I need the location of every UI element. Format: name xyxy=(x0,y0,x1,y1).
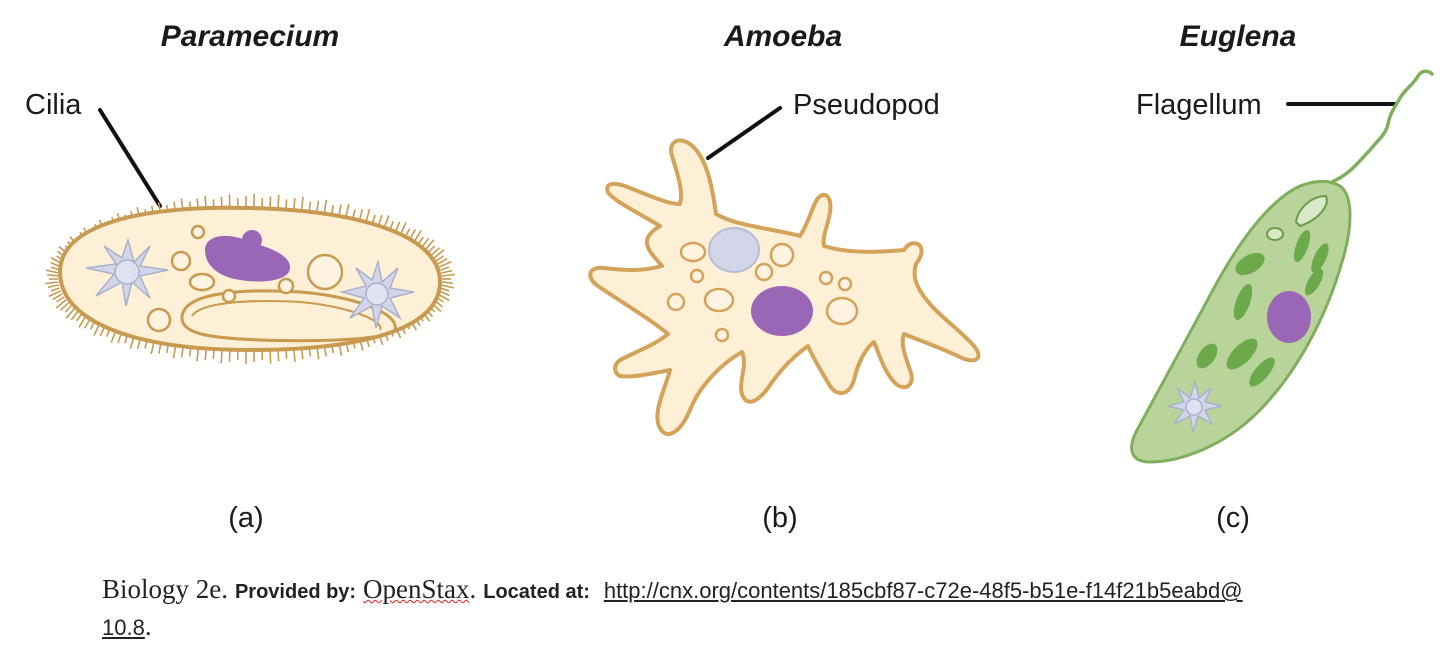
cilium xyxy=(294,198,295,209)
cilium xyxy=(45,282,58,284)
provided-by-label: Provided by: xyxy=(235,581,356,603)
cilium xyxy=(360,209,363,220)
cilium xyxy=(65,306,71,313)
cilium xyxy=(441,288,450,291)
cilium xyxy=(48,285,59,287)
flagellum-label: Flagellum xyxy=(1136,89,1262,121)
cilium xyxy=(46,270,59,273)
cilium xyxy=(339,204,341,215)
cilium xyxy=(317,201,319,212)
cilium xyxy=(441,271,452,273)
euglena-body xyxy=(1132,182,1350,463)
cilium xyxy=(294,349,295,362)
cilium xyxy=(442,275,455,277)
cilium xyxy=(71,311,78,320)
provider-suffix: . xyxy=(470,574,477,604)
cilium xyxy=(441,267,450,270)
cilium xyxy=(221,350,222,363)
paramecium-micronucleus xyxy=(242,230,262,250)
euglena-title: Euglena xyxy=(1180,20,1297,53)
cilium xyxy=(442,282,453,283)
cilium xyxy=(346,204,349,217)
url-suffix: . xyxy=(145,611,152,641)
cilium xyxy=(309,202,310,211)
cilium xyxy=(197,348,198,361)
cilium xyxy=(270,351,271,364)
cilium xyxy=(302,197,303,210)
cilium xyxy=(332,205,334,214)
book-title: Biology 2e. xyxy=(102,574,228,604)
euglena-eyespot xyxy=(1267,228,1283,240)
cilium xyxy=(51,288,60,291)
euglena-nucleus xyxy=(1267,291,1311,343)
cilium xyxy=(229,194,230,207)
amoeba-title: Amoeba xyxy=(723,20,842,53)
pseudopod-leader-line xyxy=(708,108,780,158)
protist-diagram: Paramecium Cilia (a) Amoeba xyxy=(0,0,1440,570)
cilium xyxy=(278,195,279,208)
paramecium-title: Paramecium xyxy=(161,20,339,53)
cilium xyxy=(278,350,279,361)
cilia-label: Cilia xyxy=(25,89,82,121)
attribution: Biology 2e. Provided by: OpenStax. Locat… xyxy=(102,572,1402,645)
panel-a-label: (a) xyxy=(228,502,263,534)
source-url-line1: http://cnx.org/contents/185cbf87-c72e-48… xyxy=(604,578,1243,603)
located-at-label: Located at: xyxy=(483,581,590,603)
amoeba-cell xyxy=(590,140,978,434)
cilium xyxy=(57,297,64,302)
cilium xyxy=(286,199,287,208)
cilium xyxy=(436,256,443,261)
amoeba-contractile-vacuole xyxy=(709,228,759,272)
amoeba-nucleus xyxy=(751,286,813,336)
pseudopod-label: Pseudopod xyxy=(793,89,940,121)
cilium xyxy=(366,209,370,222)
provider-name: OpenStax xyxy=(363,574,469,604)
cilium xyxy=(324,200,326,213)
panel-b-label: (b) xyxy=(762,502,797,534)
cilium xyxy=(205,349,206,360)
paramecium-cell xyxy=(45,194,455,364)
cilium xyxy=(79,316,86,327)
cilium xyxy=(441,285,454,288)
euglena-cell xyxy=(1132,71,1432,462)
cilium xyxy=(47,275,58,276)
source-url-line2: 10.8 xyxy=(102,615,145,640)
cilia-leader-line xyxy=(100,110,160,206)
panel-c-label: (c) xyxy=(1216,502,1250,534)
cilium xyxy=(429,246,435,253)
